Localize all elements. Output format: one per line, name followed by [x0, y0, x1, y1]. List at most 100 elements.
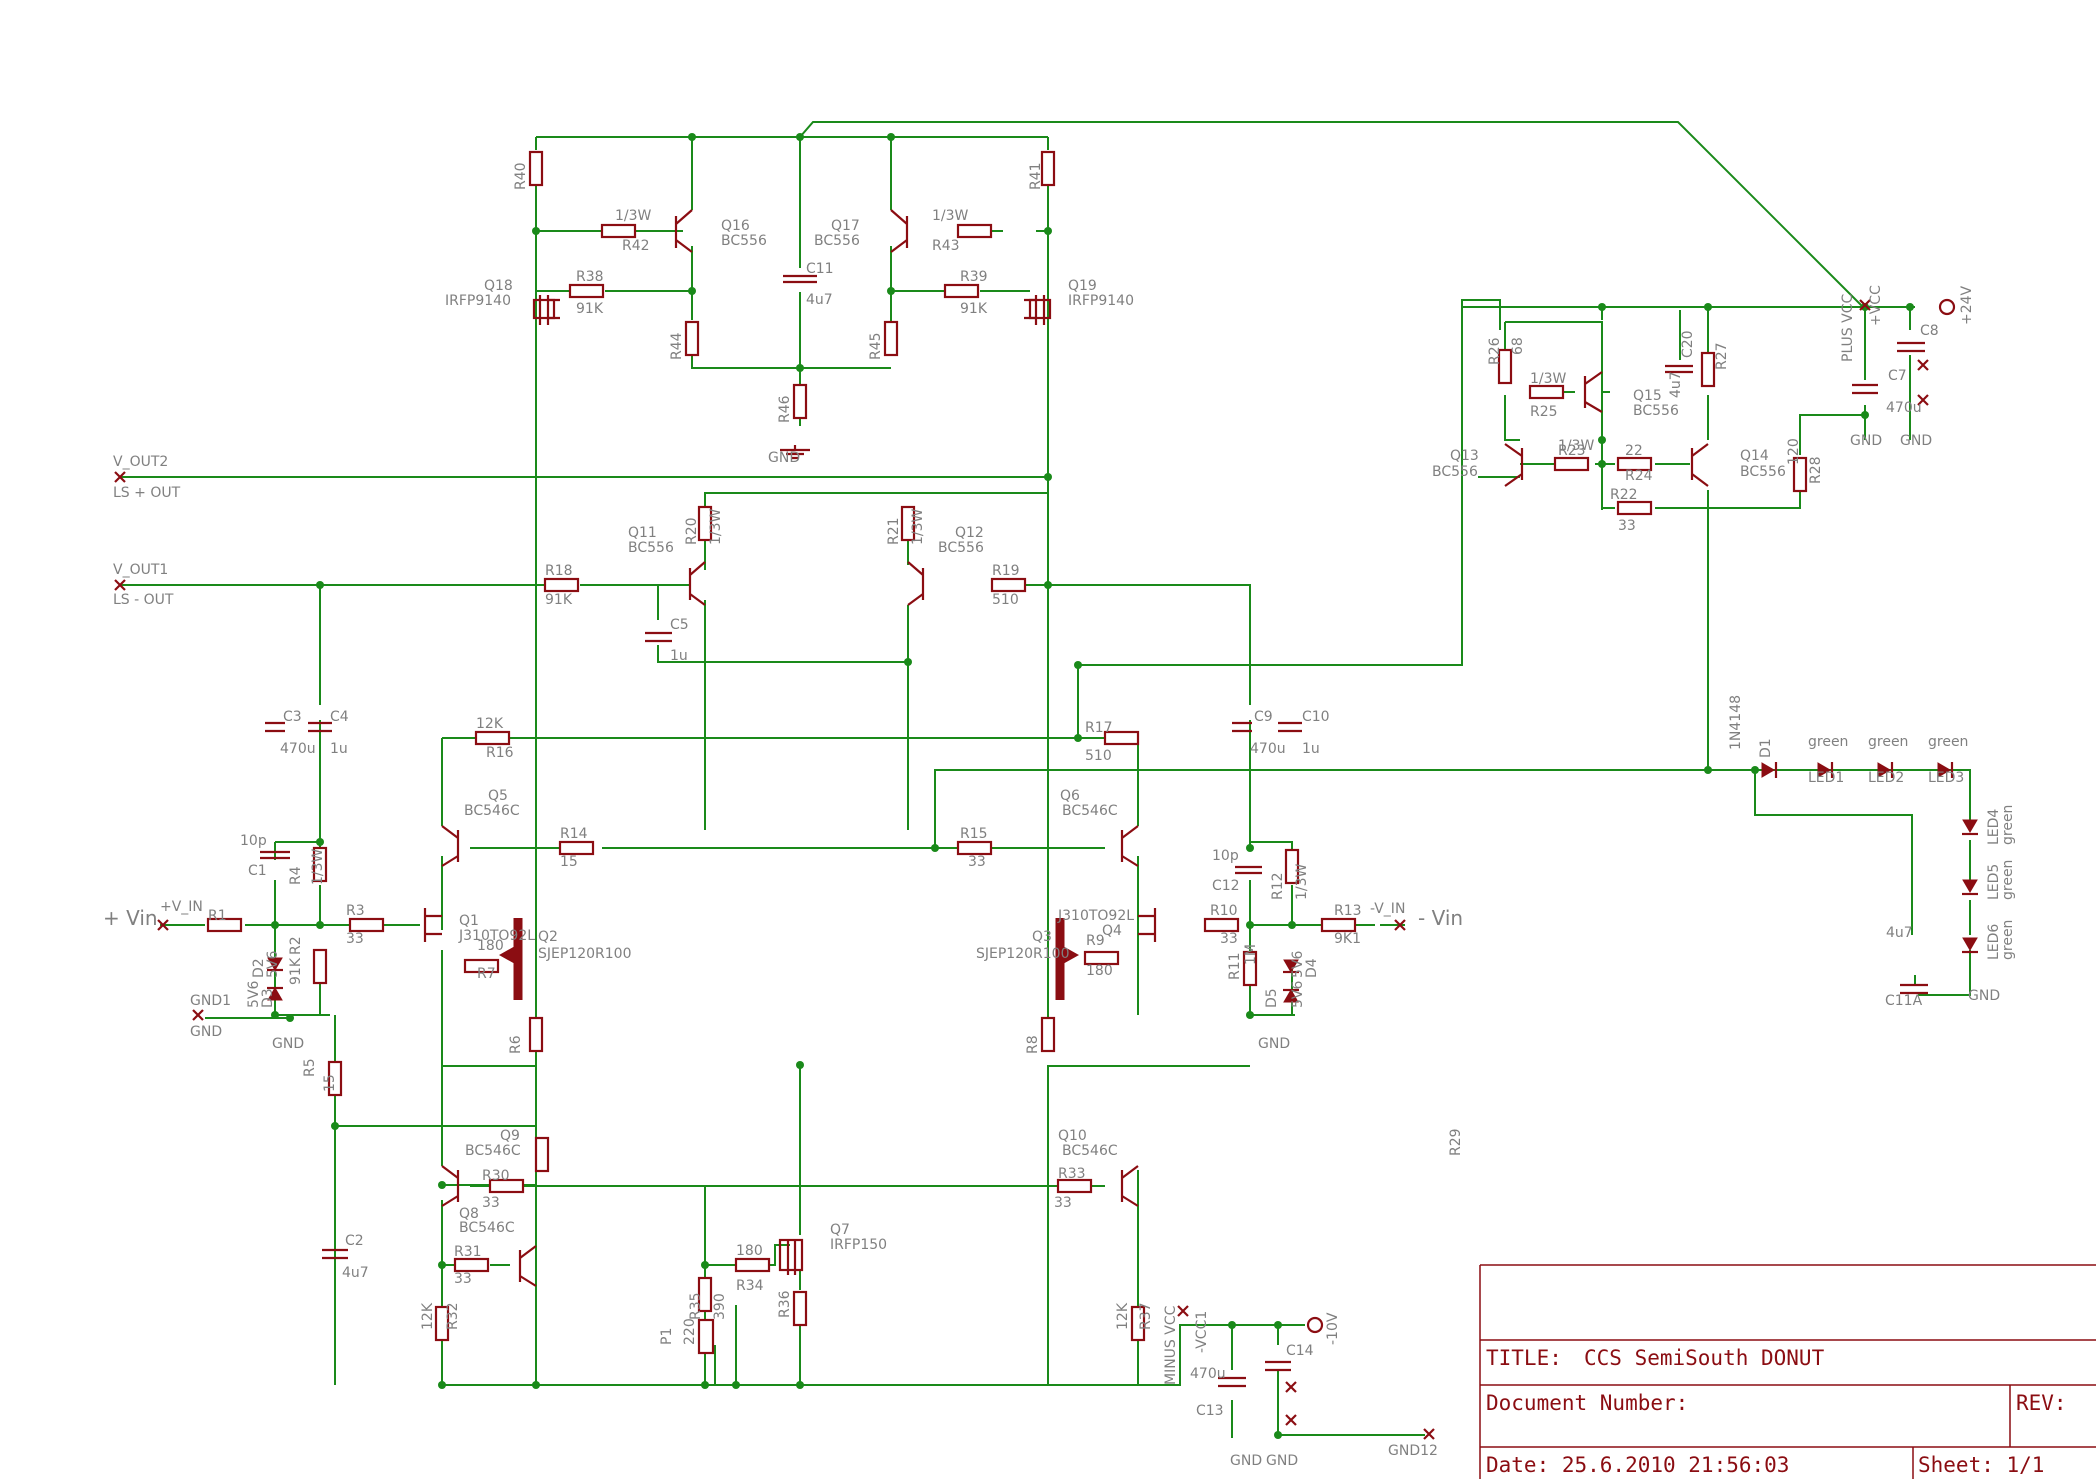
junctions — [271, 133, 1914, 1439]
r13-ref-label: R13 — [1334, 903, 1362, 919]
port-ls-minus-out: LS - OUT — [113, 592, 174, 608]
c7-ref-label: C7 — [1888, 368, 1907, 384]
revision-label: REV: — [2016, 1391, 2067, 1415]
c3-ref-label: C3 — [283, 709, 302, 725]
r43-value-label: 1/3W — [932, 208, 969, 224]
fet-symbols — [498, 295, 1080, 1275]
r7-value-label: 180 — [477, 938, 504, 954]
r11-value-label: 1M — [1243, 944, 1259, 965]
q16-ref-label: Q16 — [721, 218, 750, 234]
date-stamp: Date: 25.6.2010 21:56:03 — [1486, 1453, 1789, 1477]
r23-ref-label: R23 — [1558, 443, 1586, 459]
r44-ref-label: R44 — [669, 332, 685, 360]
port-minus-vcc: MINUS VCC — [1163, 1305, 1179, 1385]
port-10v: -10V — [1325, 1312, 1341, 1345]
d5-ref-label: D5 — [1264, 988, 1280, 1008]
r24-value-label: 22 — [1625, 443, 1643, 459]
r33-value-label: 33 — [1054, 1195, 1072, 1211]
c7-value-label: 470u — [1886, 400, 1922, 416]
d1-ref-label: D1 — [1758, 738, 1774, 758]
q6-ref-label: Q6 — [1060, 788, 1080, 804]
r9-ref-label: R9 — [1086, 933, 1105, 949]
c13-value-label: 470u — [1190, 1366, 1226, 1382]
r1-ref-label: R1 — [208, 908, 227, 924]
r4-value-label: 1/3W — [310, 848, 326, 885]
c4-ref-label: C4 — [330, 709, 349, 725]
q3-value-label: SJEP120R100 — [976, 946, 1069, 962]
c11a-ref-label: C11A — [1885, 993, 1923, 1009]
q13-value-label: BC556 — [1432, 464, 1478, 480]
c8-ref-label: C8 — [1920, 323, 1939, 339]
c3-value-label: 470u — [280, 741, 316, 757]
c5-ref-label: C5 — [670, 617, 689, 633]
r20-ref-label: R20 — [684, 517, 700, 545]
r22-ref-label: R22 — [1610, 487, 1638, 503]
led6-ref-label: LED6 — [1986, 924, 2002, 960]
q5-ref-label: Q5 — [488, 788, 508, 804]
r3-value-label: 33 — [346, 931, 364, 947]
c20-ref-label: C20 — [1680, 330, 1696, 358]
q12-value-label: BC556 — [938, 540, 984, 556]
r12-value-label: 1/3W — [1294, 863, 1310, 900]
q17-value-label: BC556 — [814, 233, 860, 249]
r17-value-label: 510 — [1085, 748, 1112, 764]
r15-ref-label: R15 — [960, 826, 988, 842]
q18-ref-label: Q18 — [484, 278, 513, 294]
c4-value-label: 1u — [330, 741, 348, 757]
gnd-label: GND — [1968, 988, 2000, 1004]
r31-ref-label: R31 — [454, 1244, 482, 1260]
r43-ref-label: R43 — [932, 238, 960, 254]
c10-value-label: 1u — [1302, 741, 1320, 757]
led3-ref-label: LED3 — [1928, 770, 1964, 786]
port-ls-plus-out: LS + OUT — [113, 485, 181, 501]
connector-pins — [114, 298, 1956, 1440]
r19-value-label: 510 — [992, 592, 1019, 608]
drawing-title: CCS SemiSouth DONUT — [1584, 1346, 1825, 1370]
p1-value-label: 220 — [682, 1318, 698, 1345]
r18-value-label: 91K — [545, 592, 573, 608]
r10-ref-label: R10 — [1210, 903, 1238, 919]
r39-value-label: 91K — [960, 301, 988, 317]
title-label: TITLE: — [1486, 1346, 1562, 1370]
c13-ref-label: C13 — [1196, 1403, 1224, 1419]
r38-ref-label: R38 — [576, 269, 604, 285]
capacitor-bodies — [260, 274, 1928, 1388]
gnd-label: GND — [1266, 1453, 1298, 1469]
q2-ref-label: Q2 — [538, 929, 558, 945]
port-vout2: V_OUT2 — [113, 454, 168, 470]
r32-value-label: 12K — [420, 1302, 436, 1330]
q13-ref-label: Q13 — [1450, 448, 1479, 464]
gnd-label: GND — [1900, 433, 1932, 449]
port-plus-vin: + Vin — [103, 906, 158, 930]
q10-value-label: BC546C — [1062, 1143, 1118, 1159]
d3-value-label: 5V6 — [246, 981, 262, 1008]
q18-value-label: IRFP9140 — [445, 293, 511, 309]
r34-ref-label: R34 — [736, 1278, 764, 1294]
led2-value-label: green — [1868, 734, 1908, 750]
r6-ref-label: R6 — [508, 1035, 524, 1054]
led5-value-label: green — [2000, 860, 2016, 900]
resistor-bodies — [206, 150, 1808, 1355]
r10-value-label: 33 — [1220, 931, 1238, 947]
r13-value-label: 9K1 — [1334, 931, 1361, 947]
gnd-label: GND — [272, 1036, 304, 1052]
d2-ref-label: D2 — [251, 958, 267, 978]
c9-ref-label: C9 — [1254, 709, 1273, 725]
port-gnd1: GND1 — [190, 993, 231, 1009]
r14-value-label: 15 — [560, 854, 578, 870]
sheet-number: Sheet: 1/1 — [1918, 1453, 2044, 1477]
port-vout1: V_OUT1 — [113, 562, 168, 578]
q2-value-label: SJEP120R100 — [538, 946, 631, 962]
r21-ref-label: R21 — [886, 517, 902, 545]
port-plus-v-in: +V_IN — [160, 899, 203, 915]
r34-value-label: 180 — [736, 1243, 763, 1259]
r4-ref-label: R4 — [288, 866, 304, 885]
r37-value-label: 12K — [1115, 1302, 1131, 1330]
port-24v: +24V — [1959, 285, 1975, 325]
port-plus-vcc: PLUS VCC — [1840, 294, 1856, 362]
diode-symbols — [267, 762, 1978, 1003]
r2-value-label: 91K — [288, 957, 304, 985]
c1-value-label: 10p — [240, 833, 267, 849]
document-number-label: Document Number: — [1486, 1391, 1688, 1415]
